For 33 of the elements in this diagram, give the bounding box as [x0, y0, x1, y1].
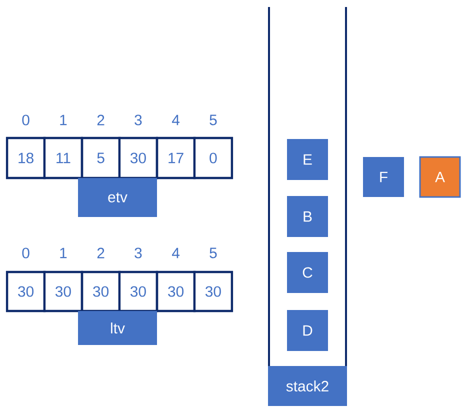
index-number: 3	[134, 114, 142, 126]
label-box: F	[363, 157, 404, 197]
highlight-box: A	[419, 156, 461, 198]
array-cell: 11	[43, 136, 84, 180]
array-cell: 30	[6, 270, 46, 312]
index-number: 4	[172, 114, 180, 126]
index-number: 5	[210, 248, 217, 258]
array-cell: 30	[43, 270, 84, 312]
array-cell: 30	[156, 270, 196, 312]
array-cell: 30	[80, 270, 121, 312]
label-box: stack2	[268, 366, 347, 406]
label-box: ltv	[78, 311, 157, 345]
index-number: 0	[22, 248, 30, 258]
array-cell: 30	[118, 270, 158, 312]
label-box: B	[287, 196, 328, 237]
array-cell: 0	[193, 136, 234, 180]
index-number: 2	[97, 248, 104, 258]
index-number: 0	[22, 114, 30, 126]
label-box: etv	[78, 178, 157, 217]
array-cell: 30	[118, 136, 158, 180]
array-cell: 5	[80, 136, 121, 180]
index-number: 3	[134, 248, 142, 258]
index-number: 1	[60, 248, 67, 258]
index-number: 2	[97, 114, 104, 126]
label-box: D	[287, 310, 328, 351]
index-number: 5	[210, 114, 217, 126]
index-number: 1	[60, 114, 67, 126]
array-cell: 18	[6, 136, 46, 180]
label-box: C	[287, 252, 328, 293]
array-cell: 30	[193, 270, 234, 312]
label-box: E	[287, 139, 328, 180]
index-number: 4	[172, 248, 180, 258]
array-cell: 17	[156, 136, 196, 180]
